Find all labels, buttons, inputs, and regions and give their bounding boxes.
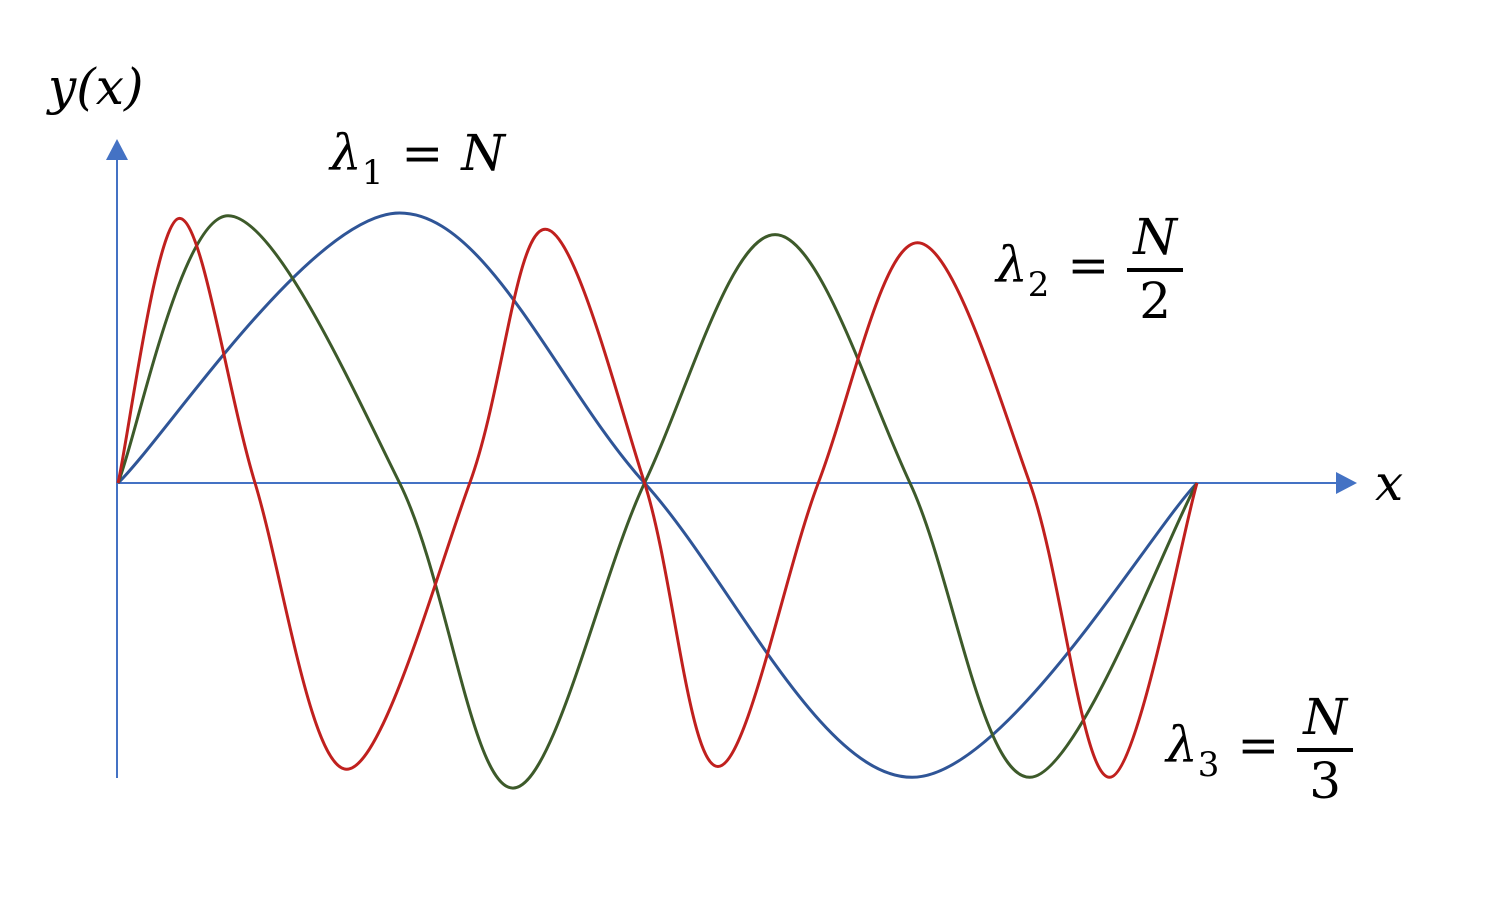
lambda-symbol: λ	[330, 124, 362, 182]
x-axis-label: x	[1375, 454, 1404, 512]
lambda-symbol: λ	[1166, 716, 1198, 774]
numerator: N	[1127, 212, 1183, 272]
denominator: 3	[1309, 752, 1342, 810]
denominator: 2	[1139, 272, 1172, 330]
equals-sign: =	[401, 124, 444, 182]
lambda-symbol: λ	[996, 236, 1028, 294]
y-axis-arrow	[106, 139, 128, 160]
lambda-subscript: 3	[1197, 745, 1220, 785]
lambda-subscript: 1	[361, 153, 384, 193]
equals-sign: =	[1067, 236, 1110, 294]
lambda1-label: λ1=N	[330, 128, 505, 190]
numerator: N	[1297, 692, 1353, 752]
lambda1-value: N	[461, 124, 505, 182]
mode-3-curve	[116, 216, 1199, 779]
x-axis-arrow	[1336, 472, 1357, 494]
y-axis-label: y(x)	[48, 58, 144, 116]
lambda-subscript: 2	[1027, 265, 1050, 305]
equals-sign: =	[1237, 716, 1280, 774]
